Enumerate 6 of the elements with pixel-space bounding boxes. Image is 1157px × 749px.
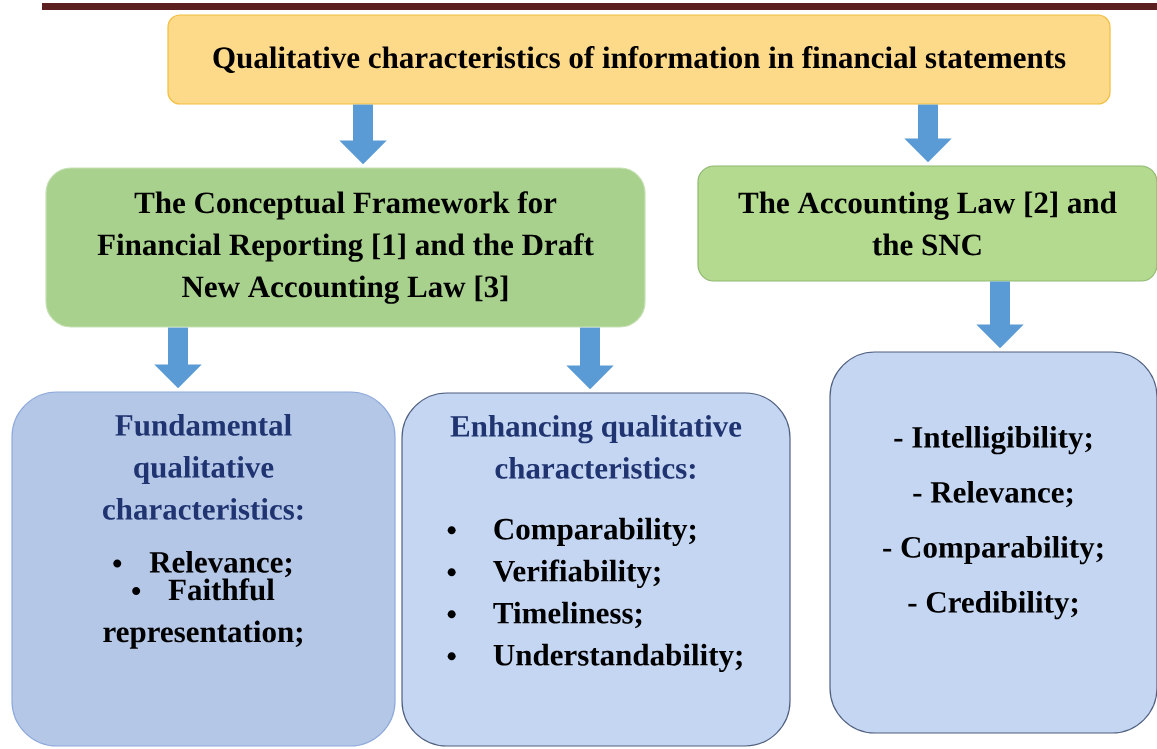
list-box: Enhancing qualitative characteristics: Comparability; Verifiability; Timeliness; Understandability; (401, 392, 791, 747)
heading-box: The Conceptual Framework for Financial Reporting [1] and the Draft New Accounting Law [3] (45, 167, 646, 328)
list-box: - Intelligibility; - Relevance; - Comparability; - Credibility; (829, 351, 1157, 734)
heading-box: Qualitative characteristics of information in financial statements (167, 14, 1111, 105)
heading-box: The Accounting Law [2] and the SNC (697, 165, 1157, 282)
list-box: Fundamental qualitative characteristics: Relevance; Faithful representation; (11, 391, 396, 747)
